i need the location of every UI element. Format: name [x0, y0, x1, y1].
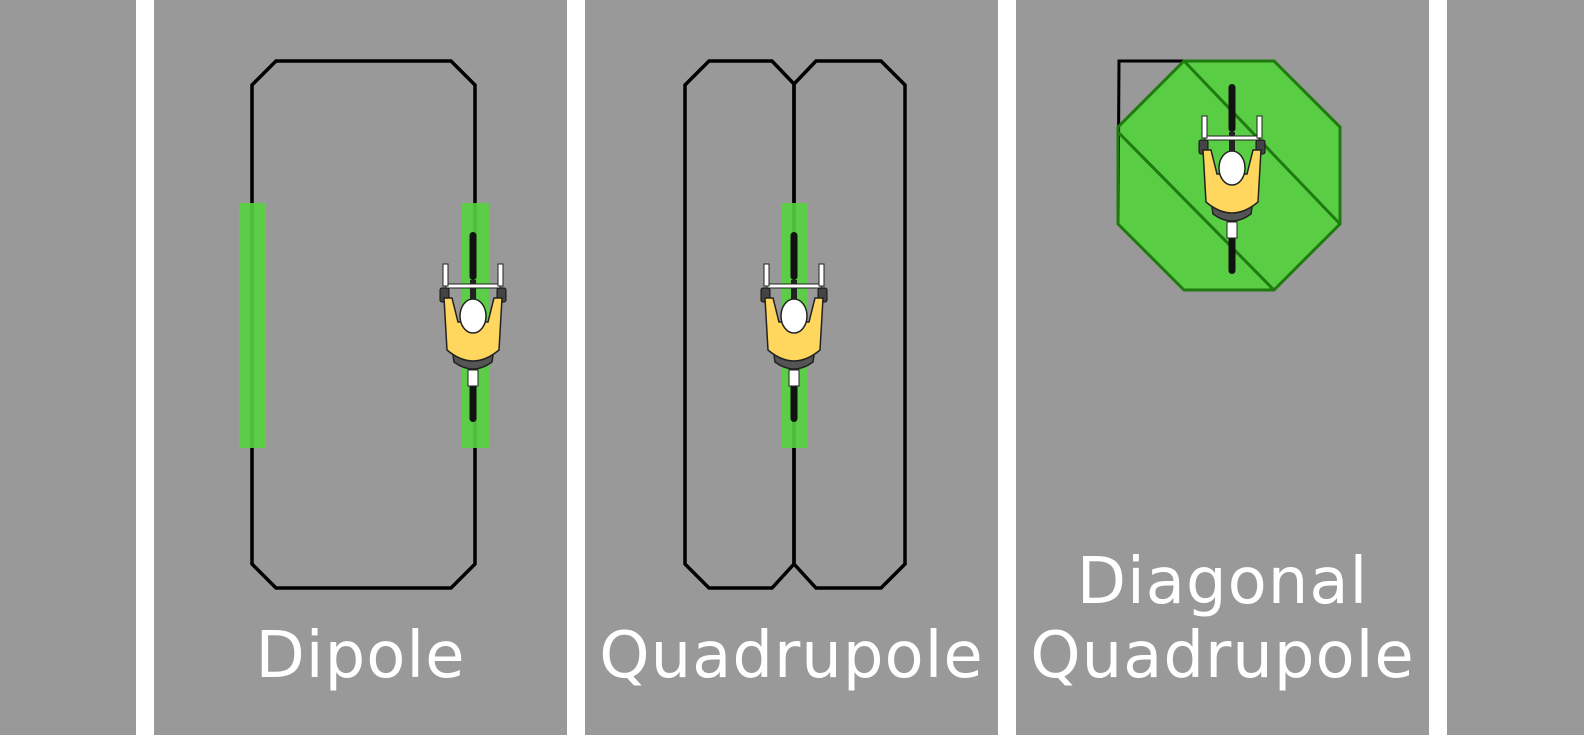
diagonal-quadrupole-label-line-1: Diagonal	[1076, 545, 1369, 619]
dipole-label-line-1: Dipole	[255, 619, 466, 693]
quadrupole-loop-wire-left	[683, 59, 796, 590]
quadrupole-panel	[683, 59, 907, 590]
road-lane-right-edge	[1447, 0, 1584, 735]
dipole-panel	[239, 59, 507, 590]
quadrupole-label-line-1: Quadrupole	[599, 619, 984, 693]
diagonal-quadrupole-panel	[1116, 59, 1342, 292]
dipole-label: Dipole	[154, 619, 567, 693]
quadrupole-label: Quadrupole	[585, 619, 998, 693]
road-lane-dipole	[154, 0, 567, 735]
dipole-detection-zone-left	[239, 203, 266, 448]
diagonal-wire-2	[1116, 130, 1276, 292]
road-lane-left-edge	[0, 0, 136, 735]
diagonal-quadrupole-label: Diagonal Quadrupole	[1016, 545, 1429, 693]
cyclist-icon	[760, 231, 828, 423]
cyclist-icon	[439, 231, 507, 423]
dipole-loop-wire	[250, 59, 477, 590]
diagonal-quadrupole-label-line-2: Quadrupole	[1030, 619, 1415, 693]
